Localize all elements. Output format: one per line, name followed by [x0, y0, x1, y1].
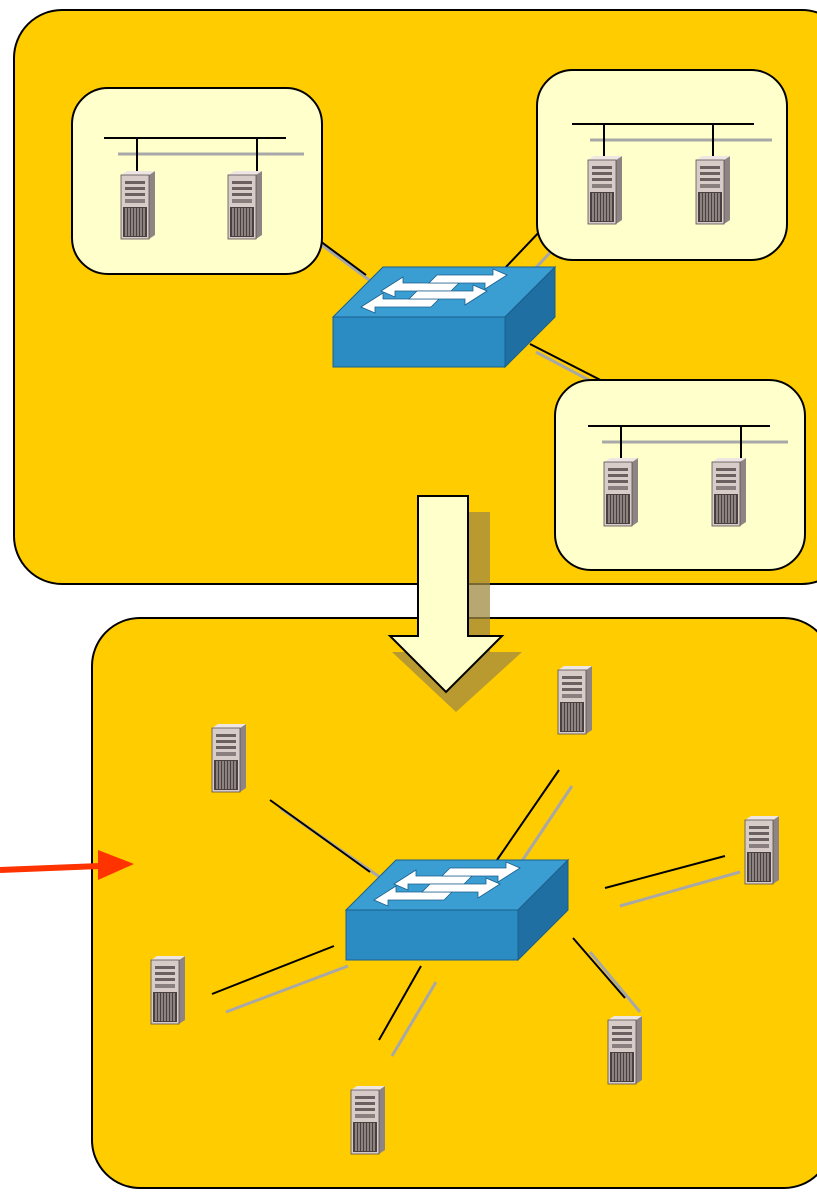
server-icon	[350, 1085, 386, 1155]
down-arrow-icon	[387, 495, 522, 712]
server-icon	[211, 723, 247, 793]
server-icon	[150, 955, 186, 1025]
subnet-bottom-right	[554, 379, 806, 571]
server-icon	[711, 457, 747, 527]
server-icon	[587, 155, 623, 225]
server-icon	[744, 815, 780, 885]
server-icon	[557, 665, 593, 735]
subnet-top-left	[71, 87, 323, 275]
bottom-cables	[211, 769, 741, 1057]
server-icon	[695, 155, 731, 225]
subnet-top-right	[536, 69, 788, 261]
server-icon	[603, 457, 639, 527]
pointer-arrow-icon	[0, 850, 134, 880]
server-icon	[227, 170, 263, 240]
server-icon	[120, 170, 156, 240]
server-icon	[607, 1015, 643, 1085]
